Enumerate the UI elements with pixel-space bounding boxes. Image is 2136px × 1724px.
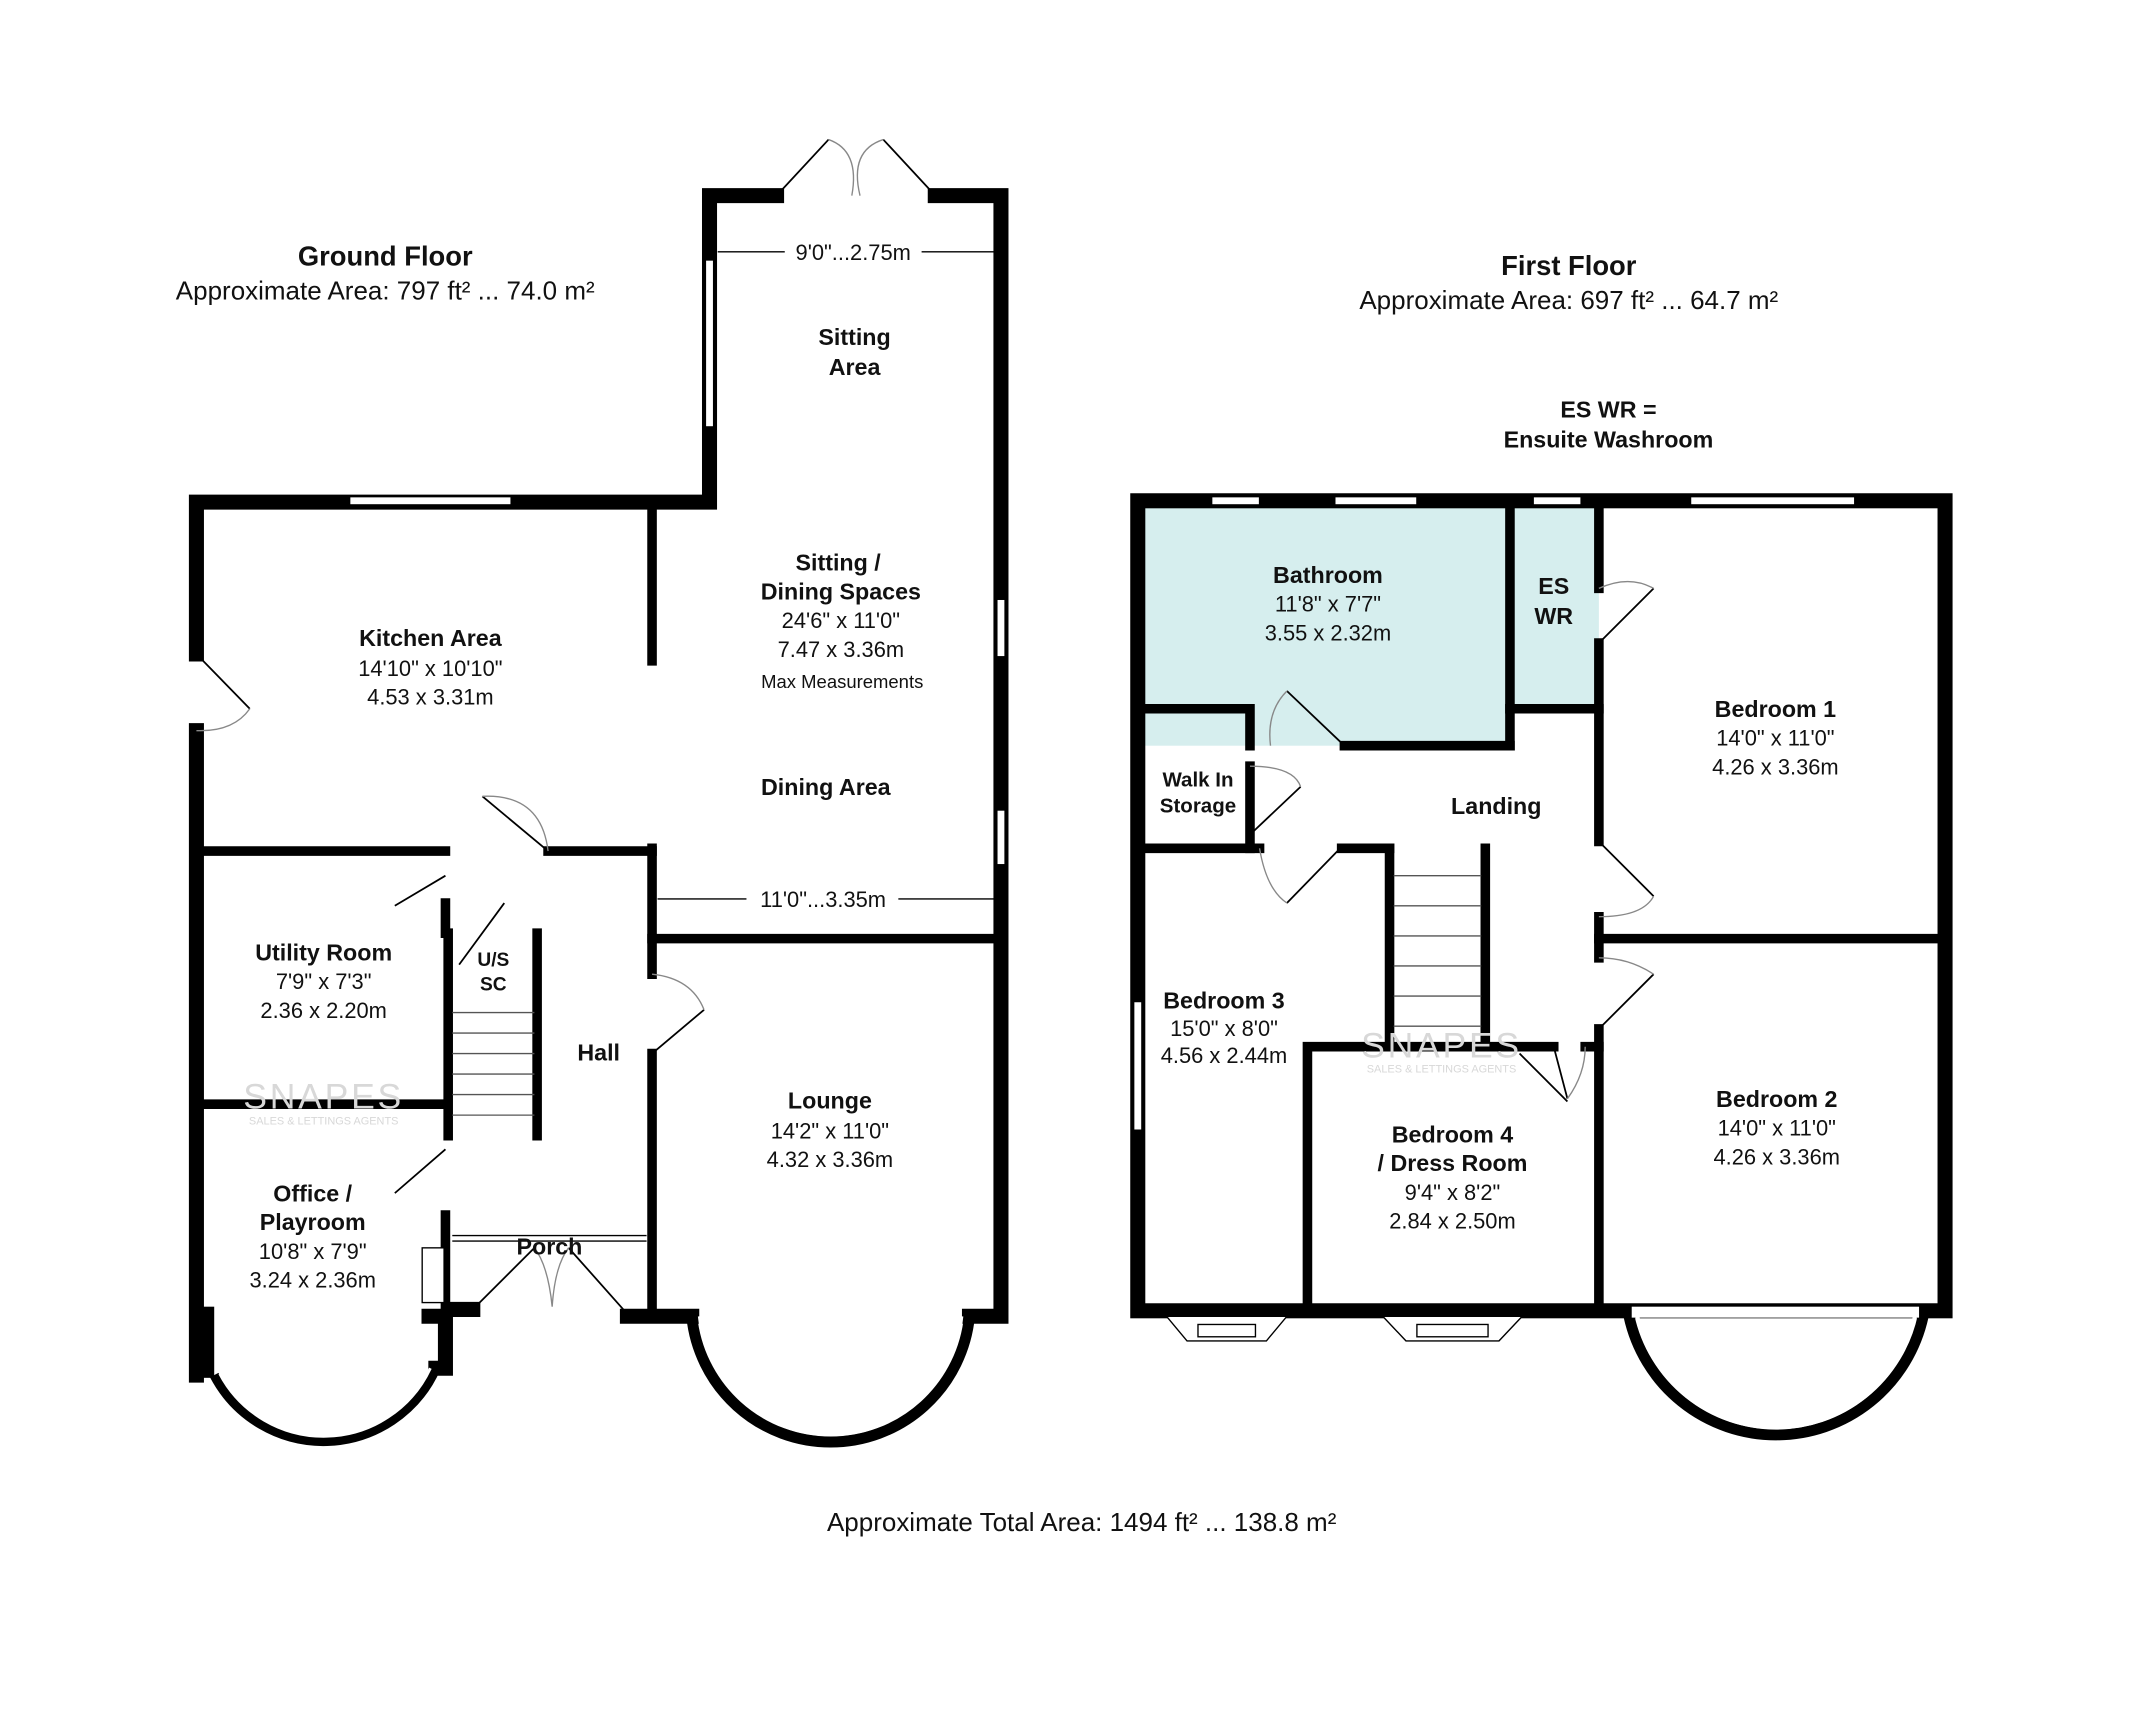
- svg-text:Bathroom: Bathroom: [1273, 562, 1383, 588]
- svg-text:4.26 x 3.36m: 4.26 x 3.36m: [1714, 1144, 1840, 1169]
- svg-text:Utility Room: Utility Room: [255, 940, 392, 966]
- svg-text:3.24 x 2.36m: 3.24 x 2.36m: [249, 1268, 375, 1293]
- room-bathroom: Bathroom 11'8" x 7'7" 3.55 x 2.32m: [1265, 562, 1391, 645]
- svg-text:Sitting: Sitting: [818, 324, 890, 350]
- svg-text:2.84 x 2.50m: 2.84 x 2.50m: [1389, 1209, 1515, 1234]
- staircase-first: [1393, 874, 1482, 1027]
- svg-text:Bedroom 1: Bedroom 1: [1715, 696, 1837, 722]
- dimension-top: 9'0"...2.75m: [717, 240, 995, 265]
- svg-text:14'0" x 11'0": 14'0" x 11'0": [1718, 1116, 1836, 1141]
- ground-floor-heading: Ground Floor Approximate Area: 797 ft² .…: [176, 240, 595, 305]
- es-wr-legend: ES WR = Ensuite Washroom: [1504, 396, 1714, 452]
- svg-text:SC: SC: [480, 975, 507, 996]
- room-lounge: Lounge 14'2" x 11'0" 4.32 x 3.36m: [767, 1087, 893, 1172]
- svg-text:14'10" x 10'10": 14'10" x 10'10": [358, 656, 502, 681]
- room-bedroom-3: Bedroom 3 15'0" x 8'0" 4.56 x 2.44m: [1161, 987, 1287, 1068]
- svg-text:Sitting /: Sitting /: [796, 550, 882, 576]
- first-floor-heading: First Floor Approximate Area: 697 ft² ..…: [1359, 250, 1778, 315]
- svg-text:Approximate Area: 797 ft² ...: Approximate Area: 797 ft² ... 74.0 m²: [176, 276, 595, 306]
- room-walk-in-storage: Walk In Storage: [1160, 769, 1236, 818]
- room-hall: Hall: [577, 1039, 620, 1065]
- svg-text:/ Dress Room: / Dress Room: [1378, 1150, 1528, 1176]
- total-area: Approximate Total Area: 1494 ft² ... 138…: [827, 1507, 1337, 1537]
- svg-text:4.56 x 2.44m: 4.56 x 2.44m: [1161, 1043, 1287, 1068]
- svg-text:Office /: Office /: [273, 1180, 352, 1206]
- svg-text:SNAPES: SNAPES: [243, 1076, 404, 1116]
- room-kitchen: Kitchen Area 14'10" x 10'10" 4.53 x 3.31…: [358, 625, 502, 710]
- svg-text:SALES & LETTINGS AGENTS: SALES & LETTINGS AGENTS: [1367, 1064, 1517, 1076]
- svg-text:SNAPES: SNAPES: [1361, 1026, 1522, 1066]
- svg-text:Lounge: Lounge: [788, 1087, 872, 1113]
- svg-text:ES: ES: [1538, 573, 1569, 599]
- svg-text:Approximate Area: 697 ft² ...: Approximate Area: 697 ft² ... 64.7 m²: [1359, 285, 1778, 315]
- staircase: [452, 1011, 535, 1116]
- svg-text:10'8" x 7'9": 10'8" x 7'9": [259, 1239, 367, 1264]
- svg-text:Walk In: Walk In: [1162, 769, 1233, 792]
- svg-text:3.55 x 2.32m: 3.55 x 2.32m: [1265, 620, 1391, 645]
- watermark-first: SNAPES SALES & LETTINGS AGENTS: [1361, 1026, 1522, 1076]
- first-floor-plan: Bathroom 11'8" x 7'7" 3.55 x 2.32m ES WR…: [1130, 493, 1953, 1441]
- room-sitting-dining: Sitting / Dining Spaces 24'6" x 11'0" 7.…: [761, 550, 924, 693]
- svg-text:First Floor: First Floor: [1501, 250, 1637, 281]
- room-utility: Utility Room 7'9" x 7'3" 2.36 x 2.20m: [255, 940, 392, 1023]
- svg-text:ES WR =: ES WR =: [1560, 396, 1656, 422]
- svg-text:Ground Floor: Ground Floor: [298, 240, 473, 271]
- svg-text:WR: WR: [1534, 603, 1573, 629]
- ensuite-fill: [1509, 506, 1599, 709]
- svg-text:14'2" x 11'0": 14'2" x 11'0": [771, 1118, 889, 1143]
- room-bedroom-4: Bedroom 4 / Dress Room 9'4" x 8'2" 2.84 …: [1378, 1121, 1528, 1233]
- svg-text:Kitchen Area: Kitchen Area: [359, 625, 503, 651]
- svg-text:SALES & LETTINGS AGENTS: SALES & LETTINGS AGENTS: [249, 1116, 399, 1128]
- svg-text:15'0" x 8'0": 15'0" x 8'0": [1170, 1016, 1278, 1041]
- room-landing: Landing: [1451, 793, 1541, 819]
- svg-text:9'4" x 8'2": 9'4" x 8'2": [1405, 1180, 1501, 1205]
- room-sitting-area: Sitting Area: [818, 324, 890, 380]
- svg-text:Dining Spaces: Dining Spaces: [761, 578, 921, 604]
- svg-text:Bedroom 4: Bedroom 4: [1392, 1121, 1514, 1147]
- svg-text:Max Measurements: Max Measurements: [761, 671, 923, 692]
- svg-text:7.47 x 3.36m: 7.47 x 3.36m: [778, 637, 904, 662]
- svg-text:4.26 x 3.36m: 4.26 x 3.36m: [1712, 754, 1838, 779]
- svg-text:11'0"...3.35m: 11'0"...3.35m: [760, 887, 886, 912]
- room-understairs-cupboard: U/S SC: [477, 950, 509, 996]
- room-bedroom-1: Bedroom 1 14'0" x 11'0" 4.26 x 3.36m: [1712, 696, 1838, 779]
- watermark-ground: SNAPES SALES & LETTINGS AGENTS: [243, 1076, 404, 1128]
- svg-text:Bedroom 3: Bedroom 3: [1163, 987, 1285, 1013]
- svg-text:24'6" x 11'0": 24'6" x 11'0": [782, 608, 900, 633]
- dimension-bottom: 11'0"...3.35m: [657, 887, 995, 912]
- room-ensuite-washroom: ES WR: [1534, 573, 1573, 629]
- svg-text:4.53 x 3.31m: 4.53 x 3.31m: [367, 685, 493, 710]
- room-dining-area: Dining Area: [761, 774, 892, 800]
- svg-text:7'9" x 7'3": 7'9" x 7'3": [276, 969, 372, 994]
- ground-floor-plan: 9'0"...2.75m 11'0"...3.35m Sitting Area …: [188, 138, 1009, 1448]
- svg-text:14'0" x 11'0": 14'0" x 11'0": [1716, 726, 1834, 751]
- room-porch: Porch: [516, 1234, 582, 1260]
- svg-text:Ensuite Washroom: Ensuite Washroom: [1504, 426, 1714, 452]
- svg-text:4.32 x 3.36m: 4.32 x 3.36m: [767, 1147, 893, 1172]
- svg-text:Playroom: Playroom: [260, 1209, 366, 1235]
- svg-text:Bedroom 2: Bedroom 2: [1716, 1086, 1837, 1112]
- svg-text:U/S: U/S: [477, 950, 509, 971]
- svg-text:Area: Area: [829, 354, 882, 380]
- svg-text:9'0"...2.75m: 9'0"...2.75m: [796, 240, 911, 265]
- svg-text:11'8" x 7'7": 11'8" x 7'7": [1275, 592, 1381, 617]
- svg-text:Storage: Storage: [1160, 795, 1236, 818]
- room-office: Office / Playroom 10'8" x 7'9" 3.24 x 2.…: [249, 1180, 375, 1292]
- svg-text:2.36 x 2.20m: 2.36 x 2.20m: [260, 998, 386, 1023]
- room-bedroom-2: Bedroom 2 14'0" x 11'0" 4.26 x 3.36m: [1714, 1086, 1840, 1169]
